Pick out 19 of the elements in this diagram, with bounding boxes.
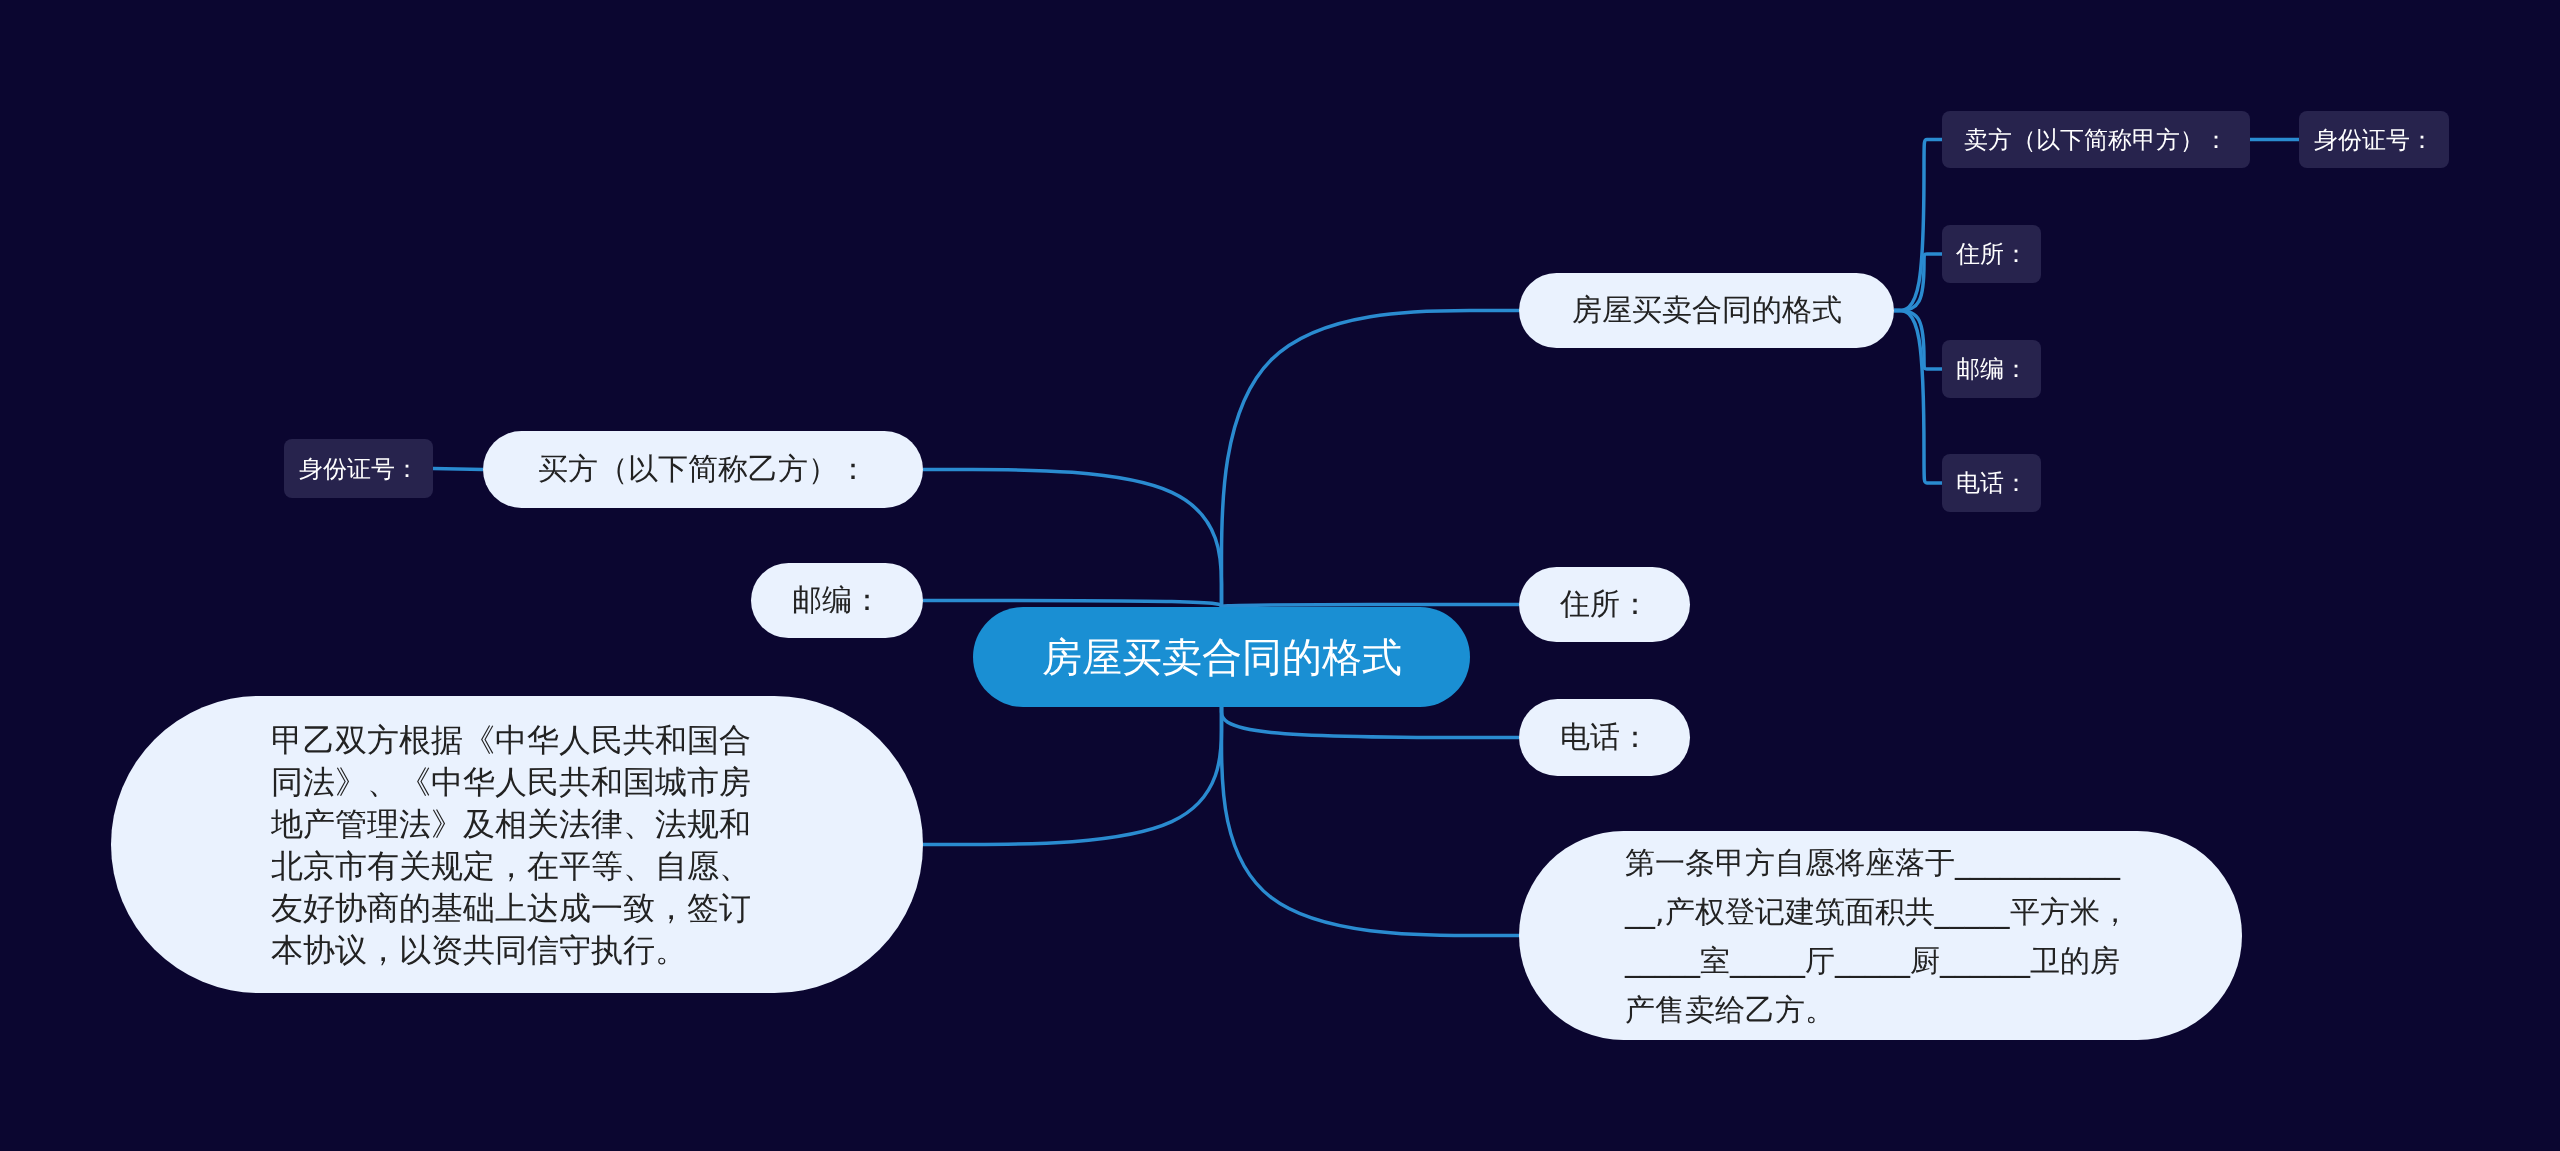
subtopic-node: 身份证号：: [284, 439, 433, 498]
paragraph-node: 第一条甲方自愿将座落于_____________,产权登记建筑面积共_____平方米，_____室_____厅_____厨______卫的房产售卖给乙方。: [1519, 831, 2242, 1040]
branch-line: [2250, 137, 2299, 142]
subtopic-node: 身份证号：: [2299, 111, 2449, 168]
branch-line: [923, 467, 1224, 607]
branch-line: [432, 466, 484, 472]
topic-node: 买方（以下简称乙方）：: [483, 431, 923, 508]
topic-node: 房屋买卖合同的格式: [1519, 273, 1894, 348]
subtopic-node: 住所：: [1942, 225, 2041, 283]
subtopic-node: 电话：: [1942, 454, 2041, 512]
topic-node: 邮编：: [751, 563, 923, 638]
paragraph-node: 甲乙双方根据《中华人民共和国合同法》、《中华人民共和国城市房地产管理法》及相关法律、法规和北京市有关规定，在平等、自愿、友好协商的基础上达成一致，签订本协议，以资共同信守执行。: [111, 696, 923, 993]
branch-line: [923, 707, 1224, 847]
central-topic: 房屋买卖合同的格式: [973, 607, 1470, 707]
topic-node: 电话：: [1519, 699, 1690, 776]
branch-line: [1894, 308, 1942, 485]
subtopic-node: 卖方（以下简称甲方）：: [1942, 111, 2250, 168]
topic-node: 住所：: [1519, 567, 1690, 642]
subtopic-node: 邮编：: [1942, 340, 2041, 398]
